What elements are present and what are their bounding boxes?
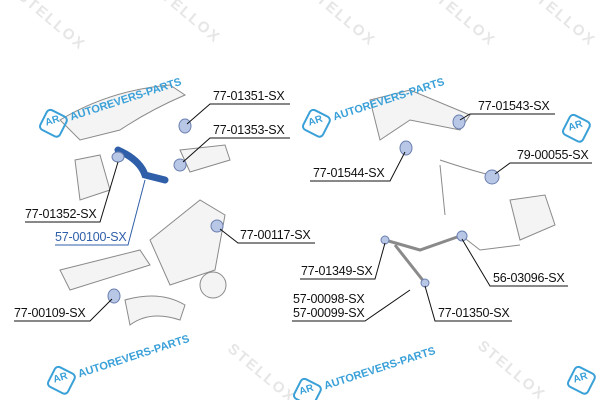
part-label[interactable]: 77-01352-SX [25,207,97,221]
left-suspension-sketch [59,84,231,326]
part-label[interactable]: 57-00099-SX [293,306,365,320]
part-label[interactable]: 77-00117-SX [240,228,311,242]
right-suspension-sketch [369,89,556,284]
part-label[interactable]: 79-00055-SX [517,148,589,162]
part-label[interactable]: 77-01349-SX [301,264,373,278]
leader-lines [14,103,592,322]
part-label[interactable]: 77-01351-SX [213,89,285,103]
highlighted-control-arm [114,146,169,184]
part-label[interactable]: 56-03096-SX [493,271,565,285]
part-label[interactable]: 57-00098-SX [293,292,365,306]
part-label[interactable]: 77-01350-SX [438,306,510,320]
highlight-leader-line [55,179,146,246]
part-label[interactable]: 77-00109-SX [14,306,86,320]
part-label[interactable]: 77-01543-SX [478,99,550,113]
part-label[interactable]: 77-01353-SX [213,123,285,137]
part-label[interactable]: 77-01544-SX [313,166,385,180]
part-label-highlighted[interactable]: 57-00100-SX [55,230,127,244]
